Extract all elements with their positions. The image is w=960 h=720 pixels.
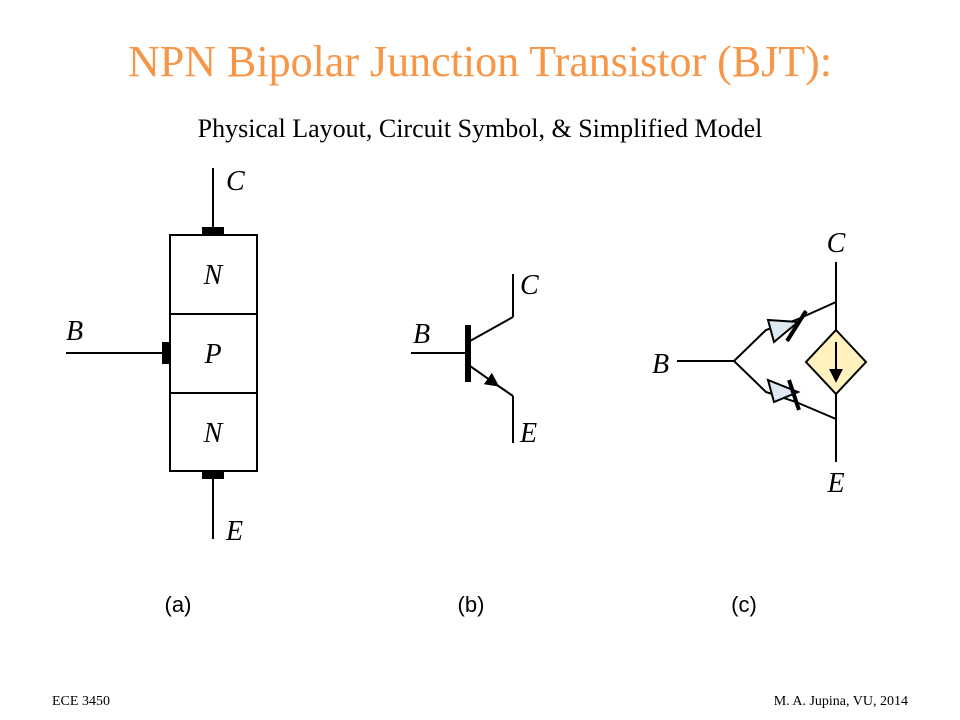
bc-diode-triangle: [766, 318, 801, 344]
emitter-contact: [202, 471, 224, 479]
layout-base-label: B: [66, 316, 83, 347]
simplified-model: [677, 262, 837, 462]
region-bottom-label: N: [203, 418, 224, 449]
be-diode-triangle: [766, 378, 801, 404]
base-contact: [162, 342, 170, 364]
bc-diode: [766, 309, 808, 344]
footer-author: M. A. Jupina, VU, 2014: [773, 694, 908, 709]
collector-contact: [202, 227, 224, 235]
caption-a: (a): [165, 592, 192, 617]
symbol-emitter-label: E: [519, 418, 537, 449]
model-emitter-label: E: [826, 468, 844, 499]
physical-layout: [66, 168, 258, 539]
model-base-label: B: [652, 349, 669, 380]
slide-title: NPN Bipolar Junction Transistor (BJT):: [127, 37, 833, 86]
caption-c: (c): [731, 592, 757, 617]
layout-collector-label: C: [226, 166, 245, 197]
model-collector-label: C: [827, 228, 846, 259]
be-diode-bar: [787, 379, 801, 411]
region-top-label: N: [203, 260, 224, 291]
slide-subtitle: Physical Layout, Circuit Symbol, & Simpl…: [197, 114, 763, 143]
be-diode: [766, 378, 801, 411]
symbol-base-label: B: [413, 319, 430, 350]
layout-emitter-label: E: [225, 516, 243, 547]
bc-diode-bar: [785, 309, 808, 343]
region-middle-label: P: [203, 339, 221, 370]
caption-b: (b): [458, 592, 485, 617]
symbol-collector-label: C: [520, 270, 539, 301]
symbol-emitter-branch: [469, 365, 500, 387]
circuit-symbol: [411, 274, 514, 443]
footer-course: ECE 3450: [52, 694, 110, 709]
symbol-emitter-continue: [496, 384, 514, 397]
symbol-collector-branch: [469, 316, 514, 342]
